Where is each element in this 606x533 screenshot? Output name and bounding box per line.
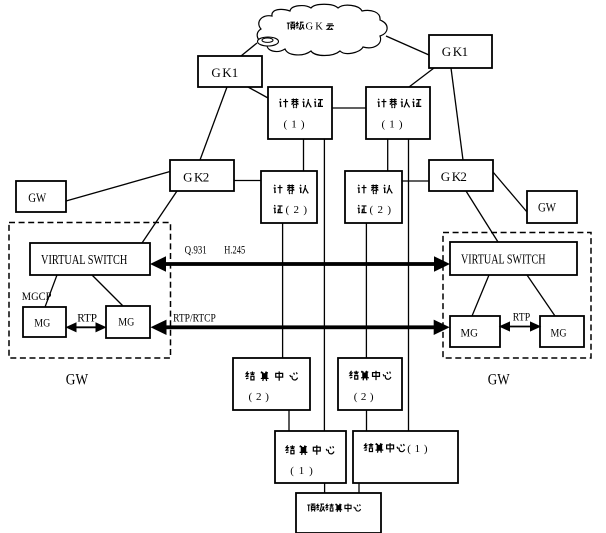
svg-text:G: G — [442, 44, 451, 59]
svg-text:GW: GW — [538, 200, 557, 215]
svg-text:MGCP: MGCP — [22, 291, 52, 303]
svg-text:K: K — [194, 169, 204, 184]
svg-text:MG: MG — [34, 317, 50, 329]
svg-text:VIRTUAL SWITCH: VIRTUAL SWITCH — [41, 253, 127, 268]
svg-text:G: G — [183, 169, 192, 184]
svg-text:2: 2 — [460, 169, 467, 184]
svg-text:VIRTUAL SWITCH: VIRTUAL SWITCH — [461, 253, 546, 268]
svg-text:RTP: RTP — [513, 312, 530, 324]
svg-text:G K: G K — [306, 22, 324, 33]
svg-text:(2): (2) — [354, 391, 374, 403]
svg-text:Q.931: Q.931 — [185, 245, 207, 257]
svg-text:MG: MG — [461, 328, 478, 340]
svg-text:(1): (1) — [382, 119, 403, 131]
svg-text:1: 1 — [232, 65, 239, 80]
svg-text:2: 2 — [203, 169, 210, 184]
svg-text:(2): (2) — [370, 204, 392, 216]
svg-text:K: K — [452, 169, 462, 184]
svg-text:(2): (2) — [286, 204, 308, 216]
svg-text:MG: MG — [551, 328, 567, 340]
svg-text:K: K — [222, 65, 232, 80]
svg-text:GW: GW — [488, 371, 510, 388]
svg-text:(1): (1) — [407, 443, 428, 455]
svg-text:H.245: H.245 — [224, 245, 245, 257]
svg-text:GW: GW — [28, 190, 46, 205]
svg-text:(1): (1) — [290, 465, 313, 477]
svg-text:GW: GW — [66, 371, 89, 388]
svg-text:(1): (1) — [284, 119, 305, 131]
svg-text:RTP: RTP — [77, 313, 97, 325]
svg-text:RTP/RTCP: RTP/RTCP — [173, 313, 216, 325]
svg-text:MG: MG — [118, 317, 134, 329]
svg-text:G: G — [211, 65, 220, 80]
svg-text:G: G — [441, 169, 450, 184]
svg-text:1: 1 — [462, 44, 469, 59]
svg-text:K: K — [453, 44, 463, 59]
svg-text:(2): (2) — [249, 391, 270, 403]
